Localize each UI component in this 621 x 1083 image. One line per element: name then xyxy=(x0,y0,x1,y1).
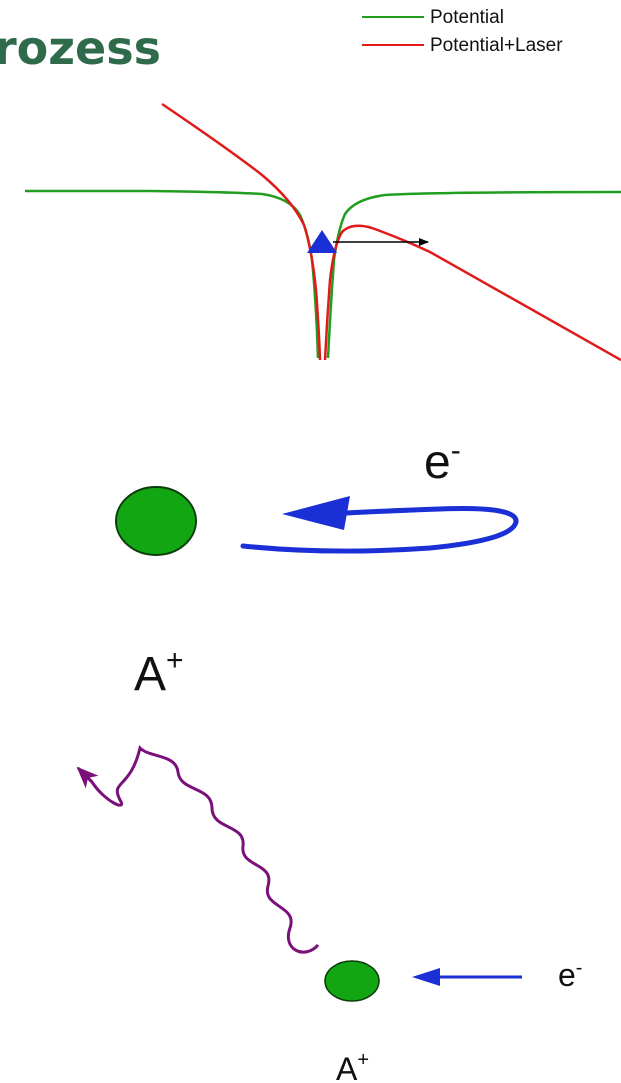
emitted-photon-wave xyxy=(78,745,320,954)
potential-curve xyxy=(25,189,621,359)
potential-laser-curve xyxy=(161,102,621,362)
legend-potential-laser-label: Potential+Laser xyxy=(430,35,563,56)
ion-label: A+ xyxy=(134,644,184,701)
recombination-electron-label: e- xyxy=(558,957,582,993)
trajectory-arrowhead xyxy=(282,496,350,530)
recombination-ion-label: A+ xyxy=(336,1049,369,1083)
incoming-electron-arrowhead xyxy=(412,968,440,986)
process-heading: rozess xyxy=(0,21,161,75)
electron-label: e- xyxy=(424,434,461,489)
photon-arrowhead xyxy=(76,766,99,789)
legend-potential-label: Potential xyxy=(430,7,504,28)
electron-trajectory xyxy=(240,506,519,554)
recombination-ion-sphere xyxy=(324,960,380,1002)
recombination-panel: e- A+ xyxy=(76,745,582,1083)
ionization-panel xyxy=(25,102,621,362)
acceleration-panel: e- A+ xyxy=(115,434,519,701)
legend: Potential Potential+Laser xyxy=(362,7,563,56)
bound-electron-marker xyxy=(307,230,337,253)
ion-sphere xyxy=(115,486,197,556)
